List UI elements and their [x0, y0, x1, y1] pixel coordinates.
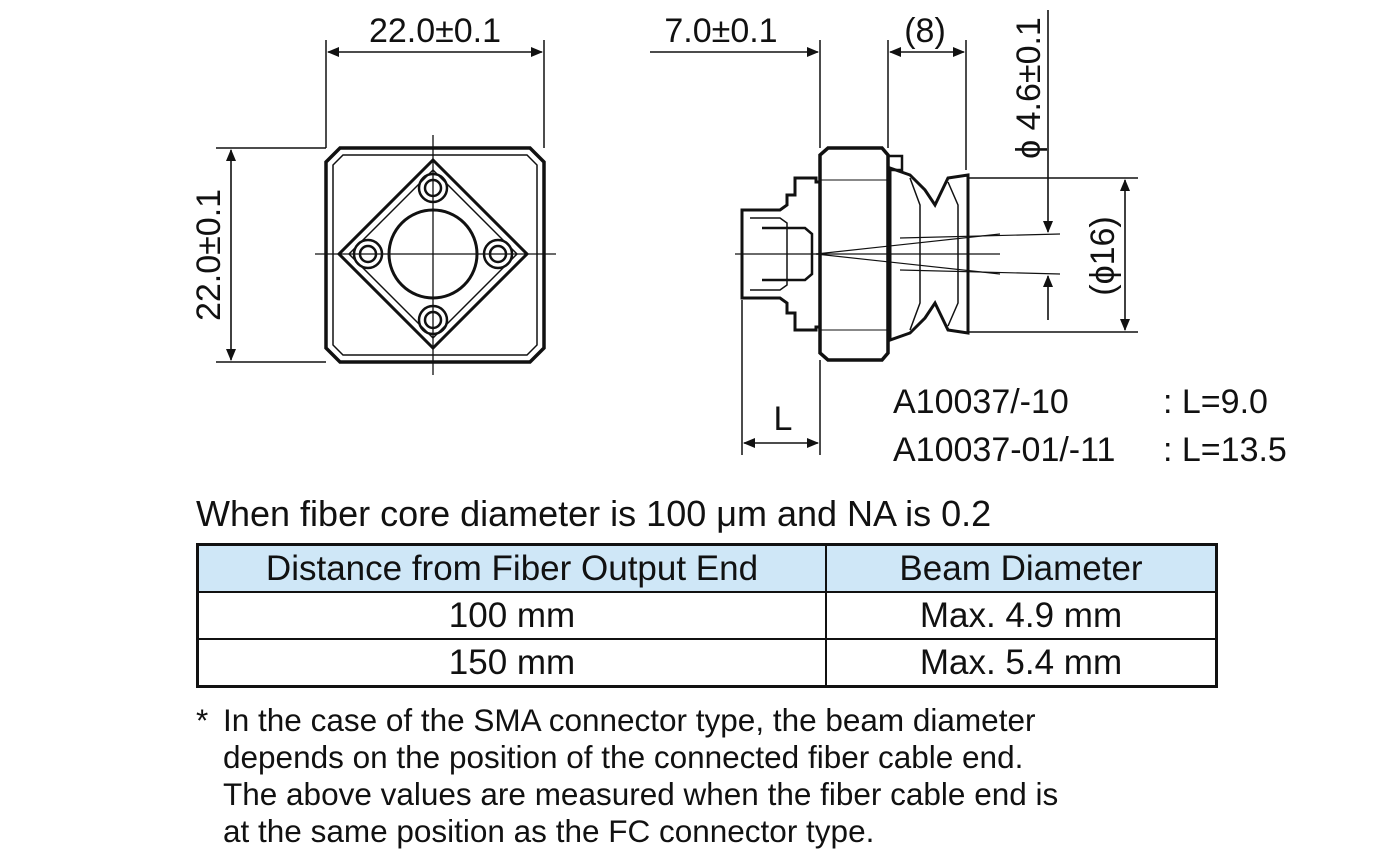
cell-distance: 100 mm: [197, 591, 826, 639]
header-beam-diameter: Beam Diameter: [825, 544, 1217, 592]
model-name-2: A10037-01/-11: [893, 431, 1115, 469]
footnote-line: at the same position as the FC connector…: [223, 813, 875, 849]
footnote-line: depends on the position of the connected…: [223, 739, 1024, 775]
bore-diameter-label: ϕ 4.6±0.1: [1010, 17, 1048, 159]
front-view: [216, 40, 556, 375]
lens-head: [888, 165, 970, 343]
table-row: 150 mm Max. 5.4 mm: [197, 638, 1217, 687]
main-body: [818, 146, 890, 362]
front-center-lines: [315, 135, 556, 375]
footnote-mark: *: [196, 702, 209, 738]
model-value-1: : L=9.0: [1163, 383, 1268, 421]
outer-diameter-label: (ϕ16): [1084, 216, 1122, 296]
l-label: L: [774, 400, 793, 438]
footnote-line: The above values are measured when the f…: [223, 776, 1059, 812]
header-distance: Distance from Fiber Output End: [197, 544, 826, 592]
front-width-label: 22.0±0.1: [369, 12, 501, 50]
side-ref-length-label: (8): [904, 12, 946, 50]
table-row: 100 mm Max. 4.9 mm: [197, 591, 1217, 639]
model-name-1: A10037/-10: [893, 383, 1069, 421]
cell-beam-diameter: Max. 4.9 mm: [825, 591, 1217, 639]
table-header-row: Distance from Fiber Output End Beam Diam…: [197, 544, 1217, 592]
footnote-body: In the case of the SMA connector type, t…: [223, 702, 1223, 850]
footnote-line: In the case of the SMA connector type, t…: [223, 702, 1036, 738]
cell-distance: 150 mm: [197, 638, 826, 687]
table-caption: When fiber core diameter is 100 μm and N…: [196, 493, 992, 534]
dimension-drawing: 22.0±0.1 22.0±0.1: [190, 10, 1287, 469]
side-view: [650, 10, 1138, 455]
beam-lines: [735, 233, 1061, 275]
side-length-label: 7.0±0.1: [664, 12, 777, 50]
cell-beam-diameter: Max. 5.4 mm: [825, 638, 1217, 687]
model-value-2: : L=13.5: [1163, 431, 1287, 469]
beam-diameter-table: Distance from Fiber Output End Beam Diam…: [196, 543, 1218, 688]
front-body-outline: [324, 146, 546, 364]
front-height-label: 22.0±0.1: [190, 189, 228, 321]
